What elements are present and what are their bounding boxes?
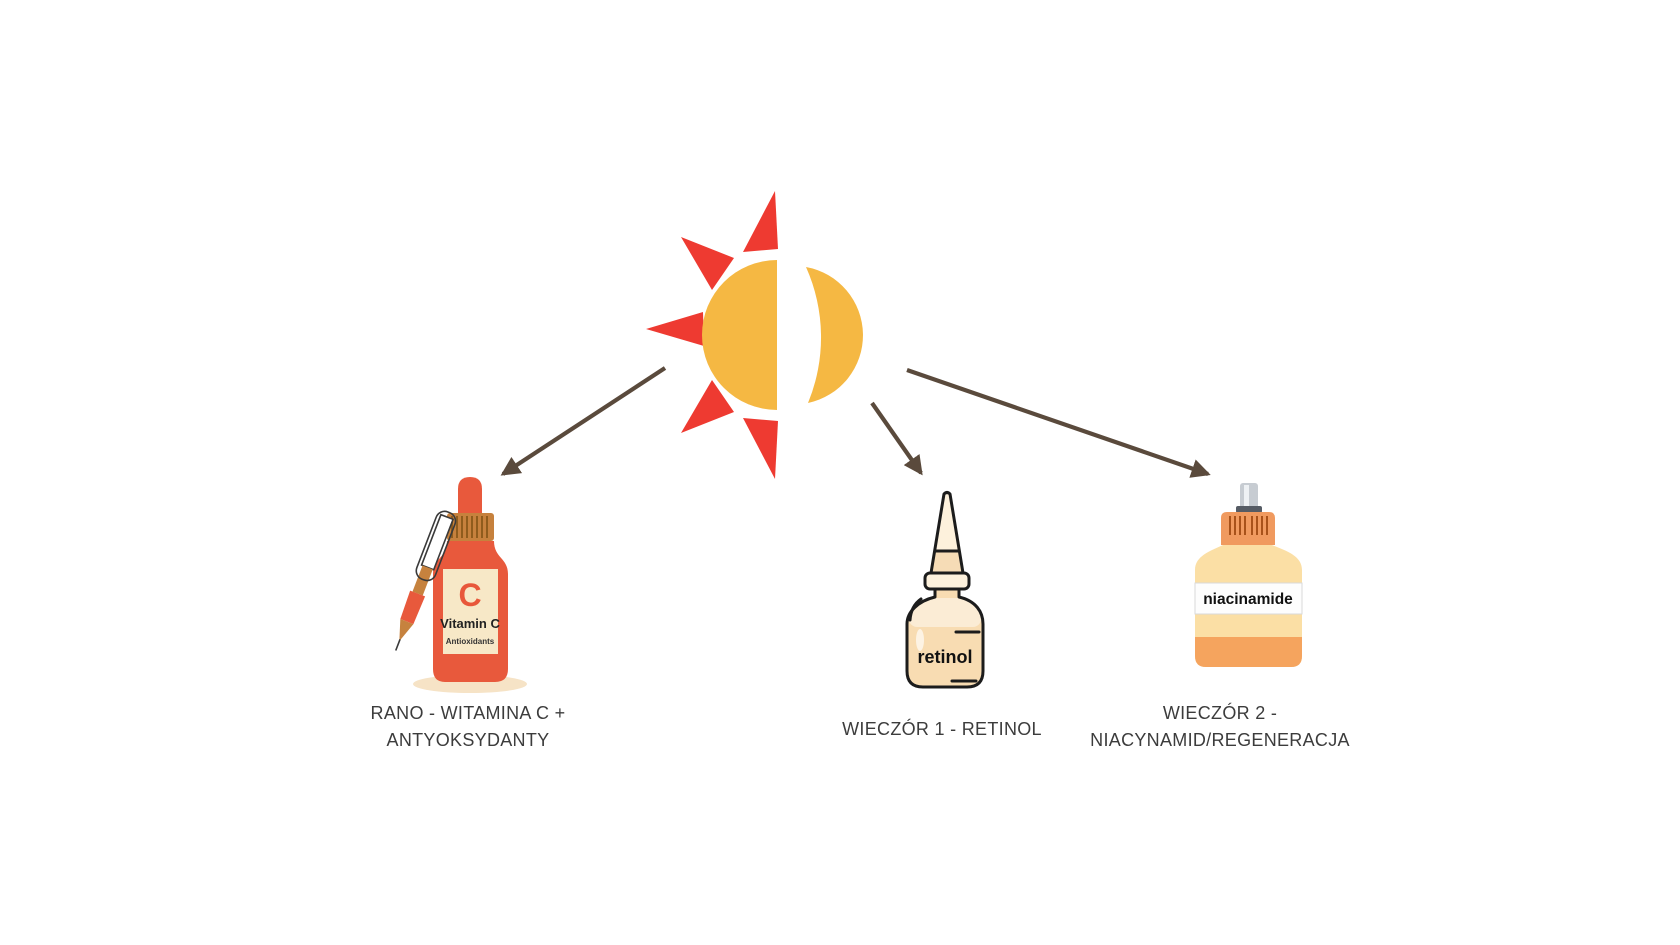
dropper-top <box>458 477 482 513</box>
bottle-bottom-band <box>1195 637 1302 667</box>
sun-ray-left <box>646 312 704 346</box>
cap-ribs <box>451 516 488 538</box>
pipette-glass <box>420 513 455 571</box>
sun-ray-lower-left <box>681 380 734 433</box>
pipette-clip <box>415 510 457 582</box>
arrow-to-evening-2 <box>906 368 1211 478</box>
sun-half-icon <box>702 260 777 410</box>
caption-evening-1-line1: WIECZÓR 1 - RETINOL <box>842 719 1042 739</box>
niacinamide-bottle: niacinamide <box>1194 483 1303 667</box>
sun-ray-top <box>743 191 778 252</box>
caption-evening-2: WIECZÓR 2 - NIACYNAMID/REGENERACJA <box>1040 700 1400 754</box>
pipette-needle <box>395 639 401 651</box>
pipette <box>395 510 457 651</box>
caption-evening-2-line1: WIECZÓR 2 - <box>1162 703 1278 723</box>
pipette-mid <box>412 565 433 596</box>
caption-morning-line2: ANTYOKSYDANTY <box>386 730 550 750</box>
sun-ray-bottom <box>743 418 778 479</box>
bottle-label <box>1194 582 1303 615</box>
arrow-to-morning <box>500 366 667 476</box>
arrows <box>500 366 1211 478</box>
cap-ribs <box>1229 516 1268 535</box>
nozzle-flange <box>925 573 969 589</box>
liquid-headspace <box>909 598 981 627</box>
retinol-bottle: retinol <box>905 491 985 689</box>
vitamin-c-letter: C <box>458 577 481 613</box>
vitamin-c-subtitle: Antioxidants <box>446 637 495 646</box>
retinol-label-text: retinol <box>917 647 972 667</box>
arrow-to-evening-1 <box>870 401 923 476</box>
sun-rays <box>646 191 778 479</box>
caption-morning-line1: RANO - WITAMINA C + <box>370 703 566 723</box>
caption-morning: RANO - WITAMINA C + ANTYOKSYDANTY <box>288 700 648 754</box>
vitamin-c-title: Vitamin C <box>440 616 500 631</box>
pipette-grip <box>400 590 426 625</box>
pipette-tip <box>399 619 414 642</box>
caption-evening-1: WIECZÓR 1 - RETINOL <box>762 716 1122 743</box>
shoulder-detail-line <box>908 597 923 622</box>
moon-crescent-icon <box>806 267 863 403</box>
caption-evening-2-line2: NIACYNAMID/REGENERACJA <box>1090 730 1350 750</box>
nozzle-highlight <box>1244 485 1249 508</box>
nozzle-cone-liquid <box>932 552 962 572</box>
niacinamide-label-text: niacinamide <box>1203 591 1293 608</box>
liquid-drip-highlight <box>916 629 924 651</box>
nozzle-base <box>1236 506 1262 513</box>
bottle-body <box>907 589 983 687</box>
vitamin-c-bottle: C Vitamin C Antioxidants <box>395 477 527 693</box>
sun-moon-icon <box>646 191 863 479</box>
sun-ray-upper-left <box>681 237 734 290</box>
bottle-label <box>443 569 498 654</box>
